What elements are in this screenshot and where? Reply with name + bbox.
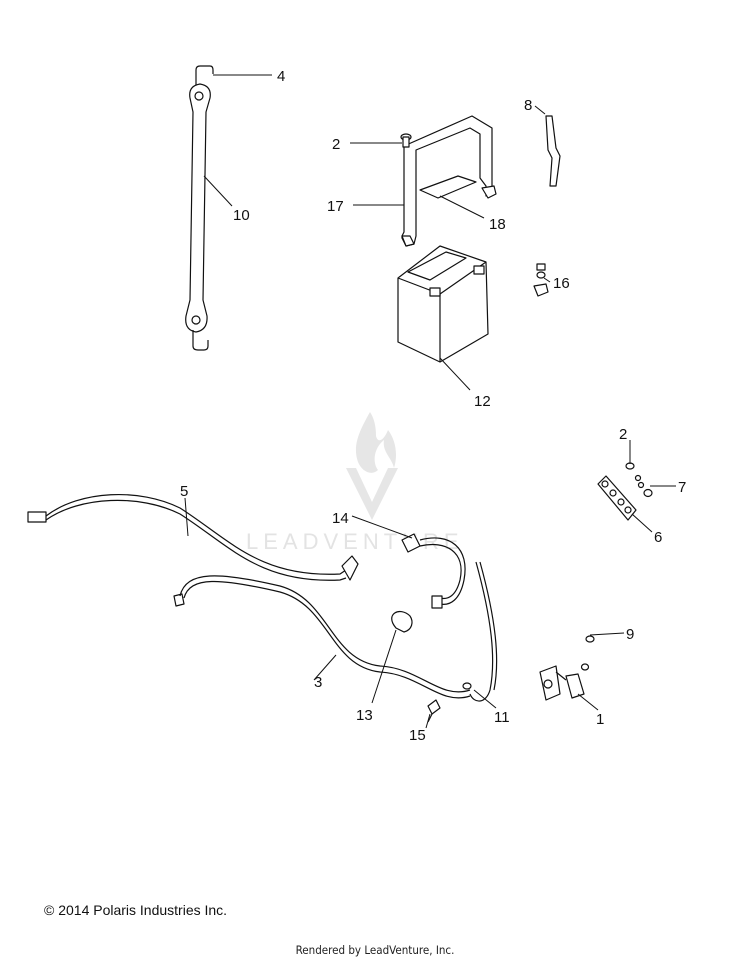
- callout-3: 3: [314, 674, 322, 691]
- callout-8: 8: [524, 97, 532, 114]
- cable-part-3: [173, 575, 471, 699]
- callout-9: 9: [626, 626, 634, 643]
- callout-2-right: 2: [619, 426, 627, 443]
- callout-2-top: 2: [332, 136, 340, 153]
- battery-strap-part-10: [185, 65, 214, 351]
- callout-13: 13: [356, 707, 373, 724]
- callout-12: 12: [474, 393, 491, 410]
- bracket-part-8: [545, 115, 561, 187]
- callout-1: 1: [596, 711, 604, 728]
- callout-18: 18: [489, 216, 506, 233]
- rendered-by-text: Rendered by LeadVenture, Inc.: [295, 943, 455, 957]
- callout-7: 7: [678, 479, 686, 496]
- callout-14: 14: [332, 510, 349, 527]
- screw-part-9: [580, 635, 595, 671]
- fastener-part-16: [533, 263, 549, 297]
- callout-4: 4: [277, 68, 285, 85]
- callout-5: 5: [180, 483, 188, 500]
- callout-6: 6: [654, 529, 662, 546]
- callout-16: 16: [553, 275, 570, 292]
- callout-11: 11: [494, 709, 510, 726]
- battery-bracket-part-17: [401, 115, 497, 247]
- callout-10: 10: [233, 207, 250, 224]
- battery-part-12: [397, 245, 489, 363]
- bolt-part-2-top: [400, 133, 412, 148]
- cable-part-14: [401, 533, 498, 702]
- terminal-block-part-6: [597, 462, 653, 521]
- callout-15: 15: [409, 727, 426, 744]
- callout-17: 17: [327, 198, 344, 215]
- watermark-text: LEADVENTURE: [246, 529, 464, 554]
- copyright-notice: © 2014 Polaris Industries Inc.: [44, 902, 228, 918]
- harness-part-5: [27, 493, 359, 581]
- leadventure-watermark: LEADVENTURE: [246, 412, 464, 554]
- callout-labels: 4 10 2 17 18 12 8 16 2 7 6 5 14 3 13 15 …: [180, 68, 686, 744]
- relay-part-1: [539, 665, 585, 701]
- clip-part-13: [391, 611, 413, 633]
- battery-pad-part-18: [419, 175, 477, 199]
- connector-part-15: [427, 699, 441, 723]
- leader-lines: [184, 74, 676, 729]
